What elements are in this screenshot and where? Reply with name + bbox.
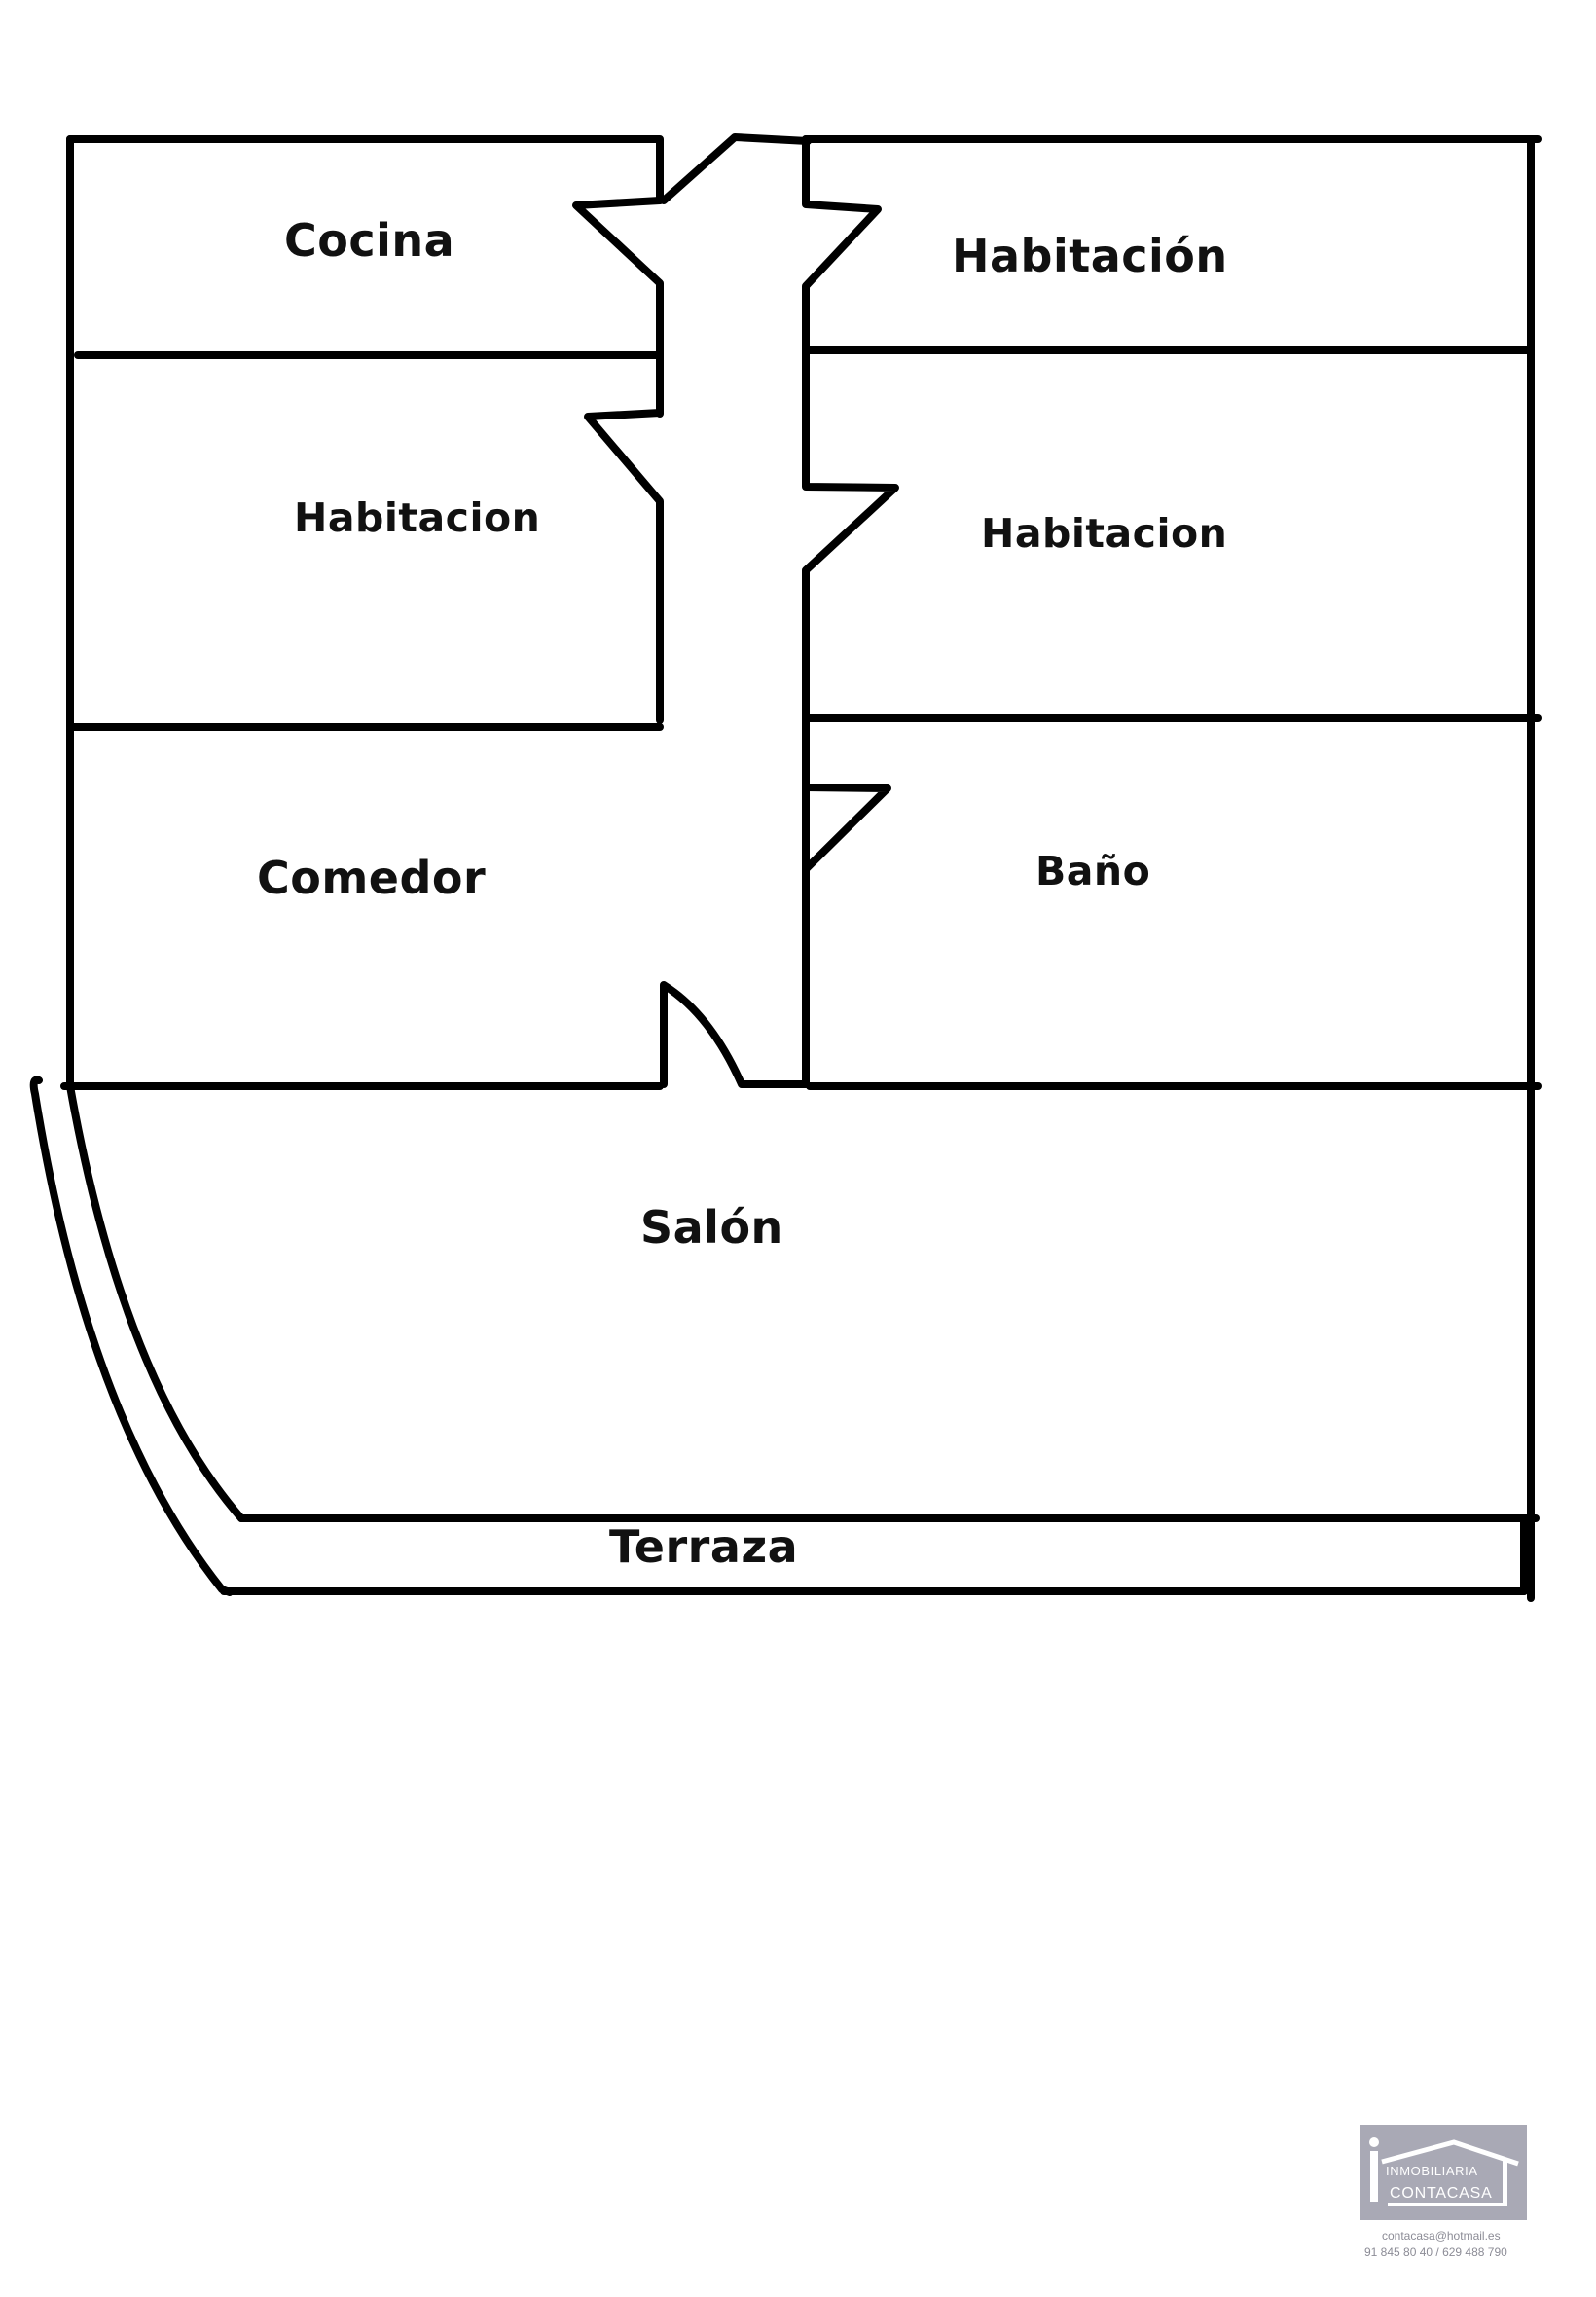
room-label-cocina: Cocina — [284, 214, 455, 267]
wall-terraza-inner-curve — [60, 1082, 245, 1522]
wall-top-left — [66, 135, 664, 204]
contact-phones: 91 845 80 40 / 629 488 790 — [1364, 2245, 1507, 2259]
wall-corridor-right — [802, 135, 899, 1088]
wall-cocina-door — [572, 197, 664, 418]
room-label-comedor: Comedor — [257, 852, 487, 904]
contact-email: contacasa@hotmail.es — [1382, 2229, 1501, 2242]
room-label-terraza: Terraza — [609, 1520, 799, 1573]
room-label-habitacion-left: Habitacion — [294, 494, 541, 541]
room-label-bano: Baño — [1035, 848, 1151, 894]
house-icon — [1369, 2137, 1519, 2206]
room-label-salon: Salón — [640, 1201, 783, 1254]
door-entrance — [660, 133, 812, 204]
logo-text-inmobiliaria: INMOBILIARIA — [1386, 2164, 1478, 2178]
wall-comedor-door — [660, 981, 810, 1088]
wall-bano-door — [802, 729, 891, 873]
wall-habitacion-left-door — [584, 364, 664, 724]
room-label-habitacion-right: Habitacion — [981, 510, 1228, 557]
room-label-habitacion-top-right: Habitación — [952, 230, 1228, 282]
logo-text-contacasa: CONTACASA — [1390, 2185, 1493, 2202]
wall-salon-curve — [29, 1076, 234, 1596]
agency-logo: INMOBILIARIA CONTACASA — [1360, 2125, 1527, 2220]
